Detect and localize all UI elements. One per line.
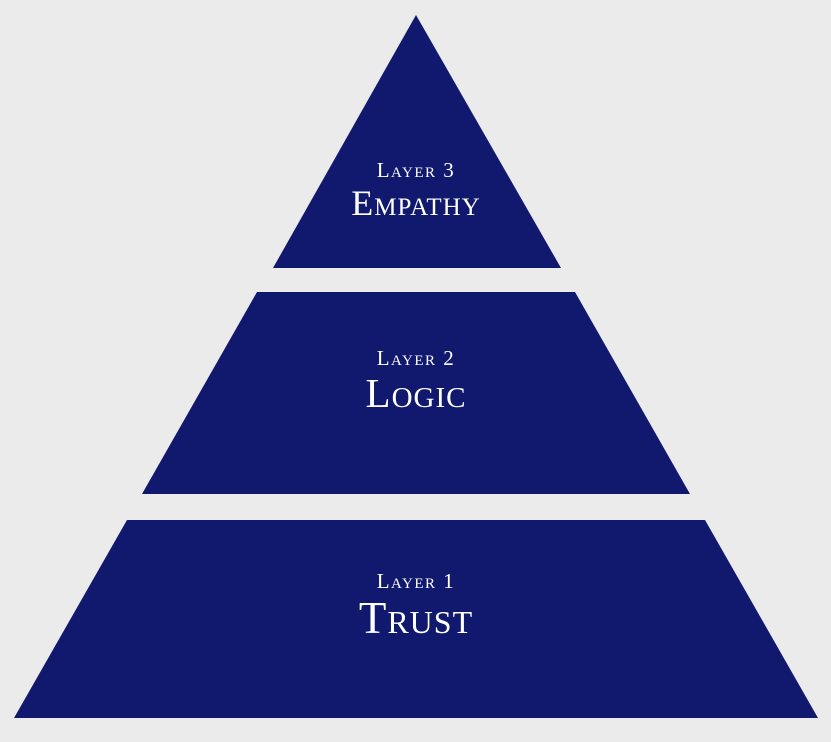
layer-3-title: Empathy — [351, 183, 481, 223]
layer-2-shape — [142, 292, 690, 494]
pyramid-layer-1: Layer 1 Trust — [14, 520, 818, 718]
layer-2-title: Logic — [366, 370, 467, 416]
pyramid-layer-2: Layer 2 Logic — [142, 292, 690, 494]
pyramid-layer-3: Layer 3 Empathy — [273, 15, 561, 268]
layer-2-caption: Layer 2 — [377, 346, 456, 370]
layer-1-shape — [14, 520, 818, 718]
layer-1-caption: Layer 1 — [377, 569, 456, 593]
layer-3-caption: Layer 3 — [377, 158, 456, 182]
layer-1-title: Trust — [359, 593, 473, 643]
layer-3-shape — [273, 15, 561, 268]
